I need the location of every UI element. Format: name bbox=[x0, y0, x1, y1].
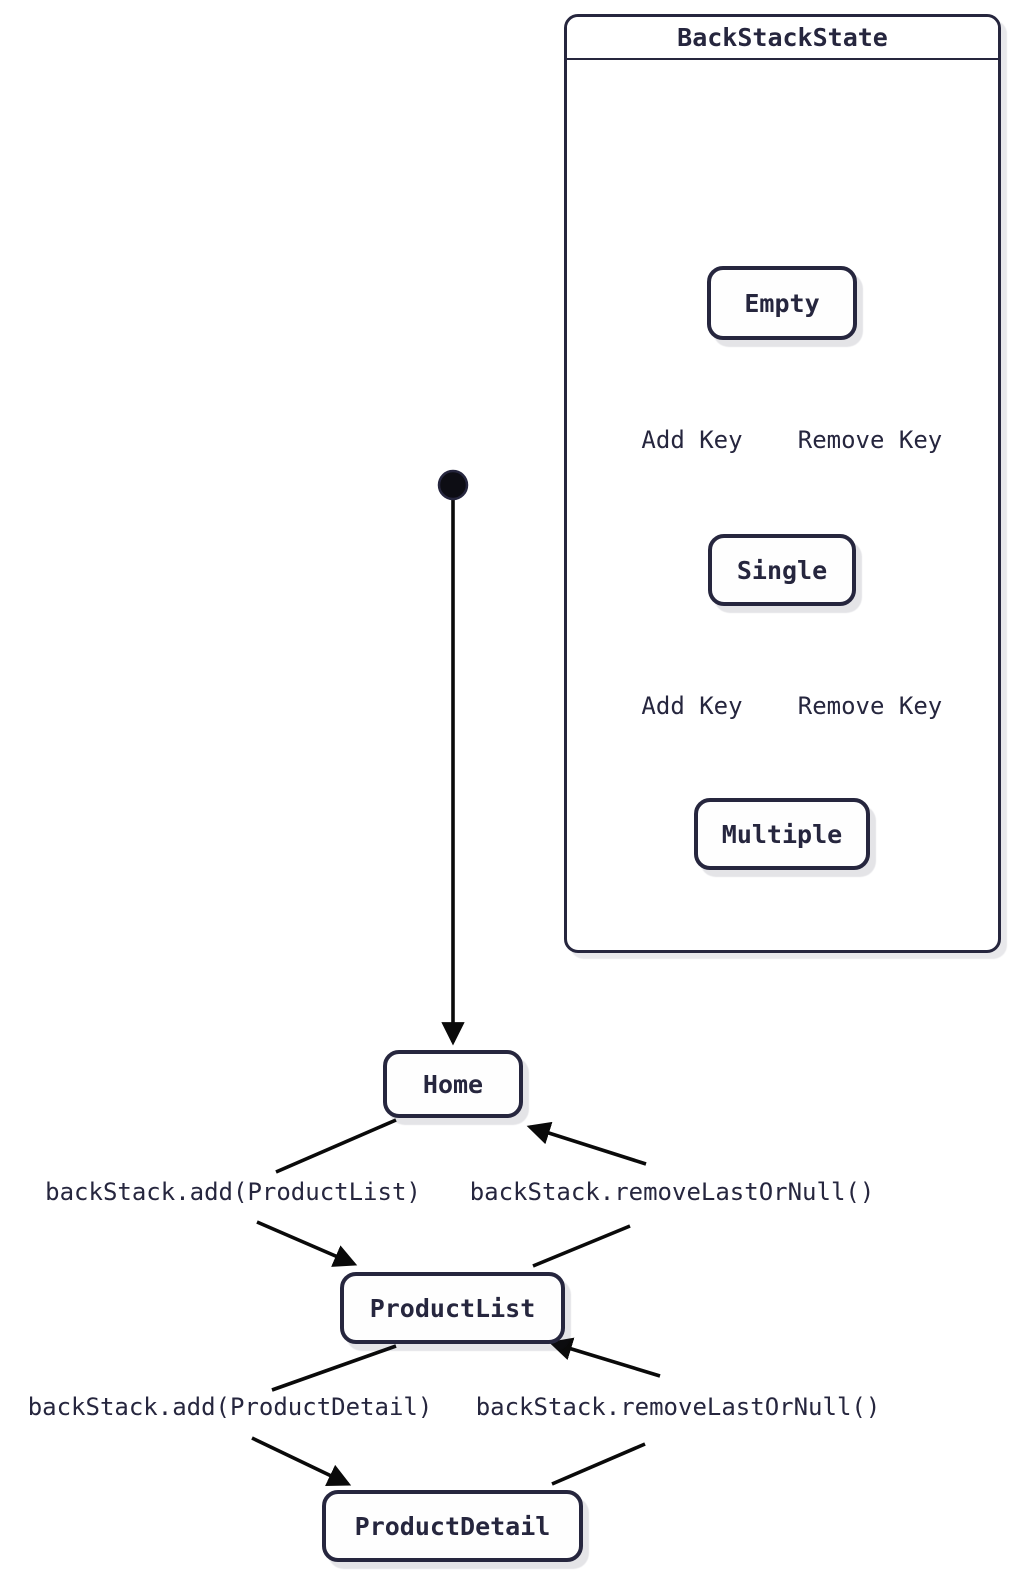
edge-productlist-to-productdetail bbox=[251, 1344, 397, 1486]
edge-label-addkey-1: Add Key bbox=[639, 426, 745, 454]
state-label: Single bbox=[736, 555, 828, 585]
state-label: ProductDetail bbox=[354, 1511, 551, 1541]
composite-title: BackStackState bbox=[567, 17, 998, 60]
edge-label-removelast-1: backStack.removeLastOrNull() bbox=[467, 1178, 877, 1206]
state-label: Multiple bbox=[721, 819, 843, 849]
state-label: Empty bbox=[744, 288, 820, 318]
state-label: Home bbox=[422, 1069, 484, 1099]
edge-productlist-to-home bbox=[526, 1121, 647, 1268]
state-node-productlist: ProductList bbox=[340, 1272, 565, 1344]
edge-label-add-productdetail: backStack.add(ProductDetail) bbox=[25, 1393, 435, 1421]
edge-label-removekey-1: Remove Key bbox=[795, 426, 945, 454]
state-node-home: Home bbox=[383, 1050, 523, 1118]
edge-label-removekey-2: Remove Key bbox=[795, 692, 945, 720]
edge-productdetail-to-productlist bbox=[548, 1337, 661, 1486]
state-node-empty: Empty bbox=[707, 266, 857, 340]
edge-label-add-productlist: backStack.add(ProductList) bbox=[43, 1178, 423, 1206]
edge-label-addkey-2: Add Key bbox=[639, 692, 745, 720]
state-node-single: Single bbox=[708, 534, 856, 606]
initial-state-dot-navigation bbox=[437, 469, 469, 501]
edge-home-to-productlist bbox=[256, 1118, 397, 1267]
state-node-productdetail: ProductDetail bbox=[322, 1490, 583, 1562]
state-label: ProductList bbox=[369, 1293, 536, 1323]
state-node-multiple: Multiple bbox=[694, 798, 870, 870]
edge-label-removelast-2: backStack.removeLastOrNull() bbox=[473, 1393, 883, 1421]
composite-state-backstackstate: BackStackState bbox=[564, 14, 1001, 953]
